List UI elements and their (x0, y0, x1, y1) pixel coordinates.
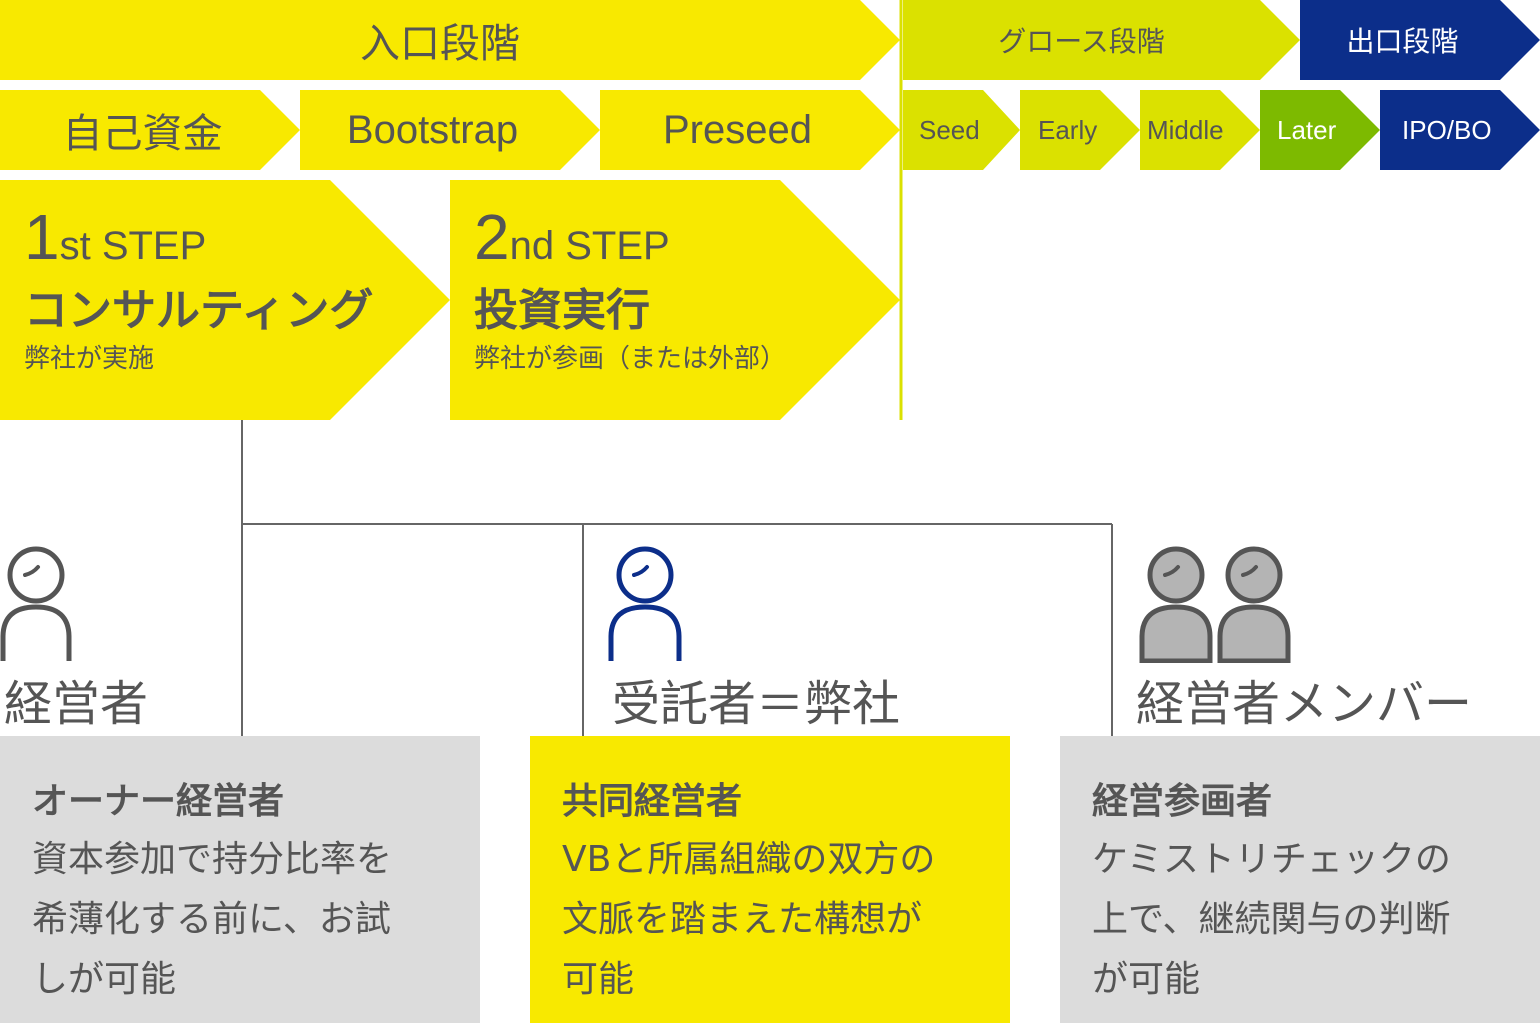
owner-box-title: オーナー経営者 (32, 781, 285, 822)
round-self-funding: 自己資金 (0, 90, 300, 170)
stage-growth-label: グロース段階 (998, 25, 1165, 58)
round-ipo-bo-label: IPO/BO (1402, 114, 1492, 145)
stage-entry: 入口段階 (0, 0, 900, 80)
round-later-label: Later (1277, 114, 1337, 145)
owner-description-box: オーナー経営者 資本参加で持分比率を 希薄化する前に、お試 しが可能 (0, 736, 480, 1023)
round-early-label: Early (1038, 114, 1098, 145)
members-label: 経営者メンバー (1136, 676, 1473, 732)
round-middle: Middle (1140, 90, 1260, 170)
step-2-title: 投資実行 (474, 285, 650, 336)
trustee-description-box: 共同経営者 VBと所属組織の双方の 文脈を踏まえた構想が 可能 (530, 736, 1010, 1023)
round-preseed: Preseed (600, 90, 900, 170)
round-bootstrap: Bootstrap (300, 90, 600, 170)
owner-label: 経営者 (4, 676, 149, 732)
round-bootstrap-label: Bootstrap (346, 107, 519, 152)
step-1-suffix: st STEP (59, 224, 207, 268)
member-person-icon (1139, 546, 1213, 663)
step-1-title: コンサルティング (24, 285, 374, 336)
owner-box-line: 希薄化する前に、お試 (32, 899, 391, 940)
members-description-box: 経営参画者 ケミストリチェックの 上で、継続関与の判断 が可能 (1060, 736, 1540, 1023)
member-person-icon (1217, 546, 1291, 663)
step-2-suffix: nd STEP (509, 224, 670, 268)
stage-growth: グロース段階 (903, 0, 1300, 80)
members-box-line: ケミストリチェックの (1092, 839, 1451, 880)
stage-exit-label: 出口段階 (1346, 25, 1459, 58)
step-2-number: 2 (474, 201, 510, 273)
members-box-line: が可能 (1092, 959, 1201, 1000)
round-self-funding-label: 自己資金 (62, 111, 223, 157)
step-1-subtitle: 弊社が実施 (24, 344, 155, 374)
trustee-person-icon (608, 546, 682, 661)
step-2-subtitle: 弊社が参画（または外部） (474, 344, 787, 374)
owner-box-line: 資本参加で持分比率を (32, 839, 393, 880)
trustee-label: 受託者＝弊社 (612, 676, 901, 732)
round-seed-label: Seed (919, 114, 980, 145)
members-box-title: 経営参画者 (1092, 781, 1273, 822)
trustee-box-line: 文脈を踏まえた構想が (562, 899, 923, 940)
stage-entry-label: 入口段階 (360, 21, 520, 67)
trustee-box-line: VBと所属組織の双方の (562, 839, 936, 880)
members-box-line: 上で、継続関与の判断 (1092, 899, 1451, 940)
stage-exit: 出口段階 (1300, 0, 1540, 80)
round-preseed-label: Preseed (663, 107, 812, 152)
trustee-box-title: 共同経営者 (562, 781, 743, 822)
owner-box-line: しが可能 (32, 959, 177, 1000)
step-1-number: 1 (24, 201, 60, 273)
round-middle-label: Middle (1147, 114, 1224, 145)
owner-person-icon (0, 546, 72, 661)
trustee-box-line: 可能 (562, 959, 635, 1000)
